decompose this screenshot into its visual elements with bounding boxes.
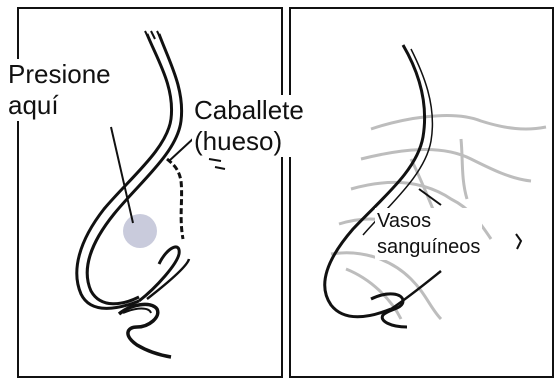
press-spot [123, 214, 157, 248]
bridge-label-line-2: (hueso) [194, 126, 304, 157]
press-here-label: Presione aquí [6, 59, 115, 121]
nose-ala-inner [147, 259, 189, 299]
bridge-bone-label: Caballete (hueso) [192, 95, 306, 157]
vessels-pointer-tail [516, 234, 521, 249]
bridge-dash-marks [209, 159, 225, 169]
press-pointer-line [111, 127, 133, 223]
blood-vessels-drawing [291, 9, 554, 378]
press-here-line-1: Presione [8, 59, 111, 90]
nose-top-dashes [145, 31, 161, 39]
bridge-bone-dashed [167, 159, 183, 239]
blood-vessels-label: Vasos sanguíneos [375, 208, 482, 260]
vessels-label-line-1: Vasos [377, 208, 480, 234]
vessels-label-line-2: sanguíneos [377, 234, 480, 260]
bridge-label-line-1: Caballete [194, 95, 304, 126]
press-here-line-2: aquí [8, 90, 111, 121]
right-panel-vessels-diagram [289, 7, 554, 378]
nose-ala-right [391, 271, 441, 309]
nose-ala [139, 247, 179, 301]
